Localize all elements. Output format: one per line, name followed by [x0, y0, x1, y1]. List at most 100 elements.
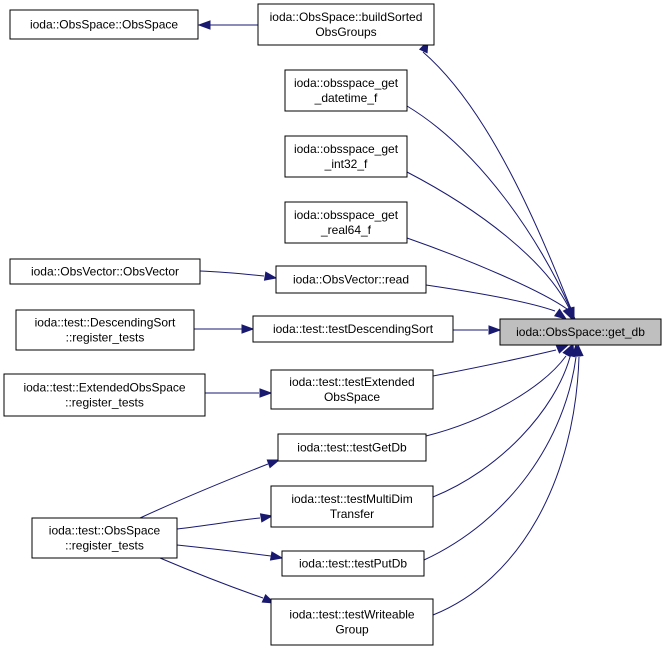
- call-edge-obsspace_reg-to-test_multidim: [176, 513, 274, 530]
- node-box: [284, 69, 408, 112]
- node-box: [281, 550, 425, 577]
- node-label: ::register_tests: [65, 396, 144, 410]
- node-label: _int32_f: [324, 157, 368, 171]
- edge-line: [406, 105, 571, 309]
- node-label: ioda::test::testPutDb: [299, 557, 407, 571]
- edge-line: [406, 237, 568, 310]
- node-label: Transfer: [330, 507, 374, 521]
- arrowhead-icon: [259, 513, 274, 523]
- graph-node-get-int32[interactable]: ioda::obsspace_get_int32_f: [284, 135, 408, 178]
- arrowhead-icon: [197, 20, 211, 30]
- node-label: ioda::test::testMultiDim: [291, 492, 412, 506]
- node-label: ioda::test::testGetDb: [297, 441, 407, 455]
- arrowhead-icon: [488, 325, 502, 335]
- edge-line: [425, 284, 556, 312]
- call-edge-obsspace_reg-to-test_writeable: [159, 557, 276, 604]
- node-box: [257, 3, 435, 46]
- node-label: ioda::test::testExtended: [289, 375, 414, 389]
- edge-line: [199, 270, 265, 277]
- graph-node-test-getdb[interactable]: ioda::test::testGetDb: [277, 433, 427, 462]
- node-label: ioda::test::testWriteable: [289, 608, 415, 622]
- graph-node-obsspace-reg[interactable]: ioda::test::ObsSpace::register_tests: [31, 517, 178, 559]
- edge-line: [176, 517, 261, 530]
- node-label: ioda::ObsSpace::ObsSpace: [30, 18, 178, 32]
- node-label: _datetime_f: [314, 91, 378, 105]
- call-edge-obsvector_read-to-get_db: [425, 284, 568, 320]
- graph-node-get-datetime[interactable]: ioda::obsspace_get_datetime_f: [284, 69, 408, 112]
- node-label: ioda::obsspace_get: [294, 142, 399, 156]
- node-box: [270, 598, 434, 646]
- call-edges: [139, 20, 584, 616]
- arrowhead-icon: [574, 343, 584, 357]
- node-label: Group: [335, 623, 369, 637]
- edge-line: [159, 557, 264, 599]
- edge-line: [423, 356, 577, 561]
- call-edge-test_multidim-to-get_db: [432, 343, 575, 498]
- graph-node-extended-reg[interactable]: ioda::test::ExtendedObsSpace::register_t…: [3, 373, 206, 417]
- node-box: [9, 258, 201, 285]
- node-box: [275, 265, 427, 294]
- graph-node-get-real64[interactable]: ioda::obsspace_get_real64_f: [284, 201, 408, 244]
- edge-line: [406, 171, 570, 309]
- call-edge-obsspace_reg-to-test_getdb: [139, 459, 281, 519]
- graph-node-obsvector-read[interactable]: ioda::ObsVector::read: [275, 265, 427, 294]
- node-box: [9, 9, 199, 40]
- edge-line: [139, 463, 269, 519]
- call-edge-descsort_reg-to-test_descsort: [194, 324, 255, 334]
- edge-line: [422, 51, 576, 320]
- edge-line: [176, 544, 272, 557]
- node-box: [284, 135, 408, 178]
- node-box: [277, 433, 427, 462]
- node-label: ::register_tests: [65, 539, 144, 553]
- edge-line: [432, 349, 557, 377]
- graph-node-obsvector-ctor[interactable]: ioda::ObsVector::ObsVector: [9, 258, 201, 285]
- node-label: ioda::test::ObsSpace: [49, 524, 161, 538]
- arrowhead-icon: [259, 388, 273, 398]
- call-edge-obsvector_ctor-to-obsvector_read: [199, 270, 278, 281]
- node-label: _real64_f: [320, 223, 372, 237]
- node-label: ioda::ObsSpace::get_db: [516, 325, 645, 339]
- call-edge-test_getdb-to-get_db: [425, 343, 573, 437]
- node-box: [499, 318, 662, 346]
- call-edge-get_real64-to-get_db: [406, 237, 573, 321]
- edge-line: [425, 355, 567, 437]
- node-label: ioda::ObsVector::ObsVector: [31, 265, 179, 279]
- call-edge-buildsorted-to-obsspace_ctor: [197, 20, 258, 30]
- node-label: ioda::ObsSpace::buildSorted: [270, 10, 423, 24]
- node-label: ioda::obsspace_get: [294, 76, 399, 90]
- node-label: ObsGroups: [315, 25, 376, 39]
- arrowhead-icon: [553, 308, 568, 320]
- arrowhead-icon: [562, 306, 573, 321]
- graph-node-get-db[interactable]: ioda::ObsSpace::get_db: [499, 318, 662, 346]
- edge-line: [432, 356, 571, 498]
- node-box: [270, 485, 434, 528]
- arrowhead-icon: [266, 459, 281, 469]
- call-edge-test_putdb-to-get_db: [423, 343, 581, 561]
- node-box: [284, 201, 408, 244]
- graph-node-obsspace-ctor[interactable]: ioda::ObsSpace::ObsSpace: [9, 9, 199, 40]
- node-box: [252, 315, 454, 343]
- edge-line: [432, 356, 580, 616]
- node-label: ioda::test::testDescendingSort: [273, 322, 434, 336]
- node-label: ioda::obsspace_get: [294, 208, 399, 222]
- graph-node-test-descsort[interactable]: ioda::test::testDescendingSort: [252, 315, 454, 343]
- call-edge-test_writeable-to-get_db: [432, 343, 584, 616]
- arrowhead-icon: [263, 271, 278, 281]
- arrowhead-icon: [241, 324, 255, 334]
- node-label: ioda::test::DescendingSort: [35, 316, 176, 330]
- call-edge-test_descsort-to-get_db: [453, 325, 502, 335]
- graph-node-test-putdb[interactable]: ioda::test::testPutDb: [281, 550, 425, 577]
- graph-node-descsort-reg[interactable]: ioda::test::DescendingSort::register_tes…: [15, 309, 195, 351]
- node-box: [270, 369, 434, 410]
- call-edge-get_db-to-buildsorted: [418, 39, 576, 320]
- node-box: [31, 517, 178, 559]
- node-label: ObsSpace: [324, 390, 380, 404]
- node-label: ::register_tests: [66, 331, 145, 345]
- call-edge-obsspace_reg-to-test_putdb: [176, 544, 284, 561]
- call-edge-extended_reg-to-test_extended: [205, 388, 273, 398]
